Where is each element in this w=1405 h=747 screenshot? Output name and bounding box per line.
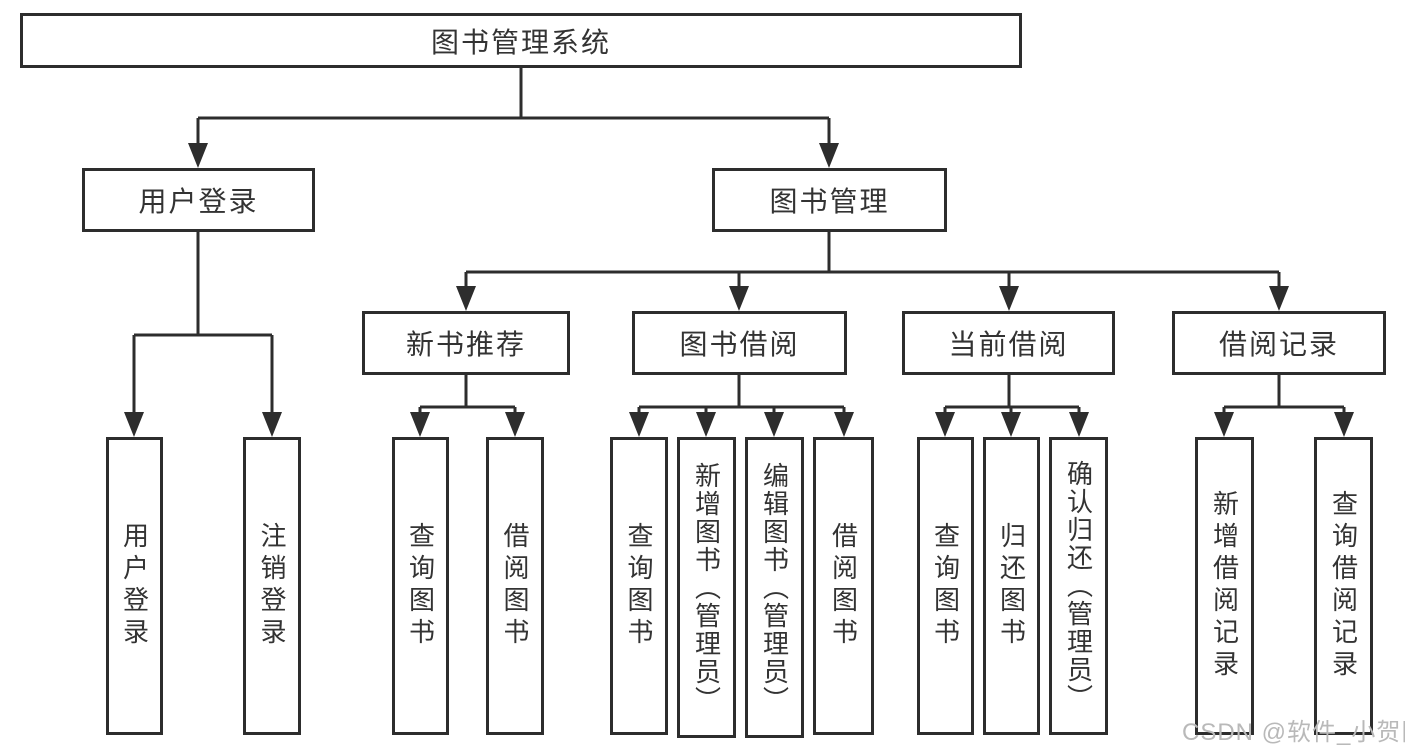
node-leaf-query-books-2: 查询图书: [610, 437, 668, 735]
leaf-label: 归还图书: [996, 522, 1027, 650]
node-borrow-records: 借阅记录: [1172, 311, 1386, 375]
leaf-label: 注销登录: [257, 522, 287, 650]
leaf-label: 确认归还（管理员）: [1063, 460, 1094, 712]
node-book-borrow: 图书借阅: [632, 311, 847, 375]
node-leaf-confirm-return-admin: 确认归还（管理员）: [1049, 437, 1108, 735]
leaf-label: 借阅图书: [500, 522, 530, 650]
arrowhead-down-icon: [1069, 412, 1089, 437]
node-leaf-borrow-books-2: 借阅图书: [813, 437, 874, 735]
node-user-login: 用户登录: [82, 168, 315, 232]
leaf-label: 查询借阅记录: [1328, 490, 1359, 682]
arrowhead-down-icon: [935, 412, 955, 437]
node-leaf-add-borrow-record: 新增借阅记录: [1195, 437, 1254, 735]
node-current-borrow-label: 当前借阅: [948, 329, 1069, 360]
leaf-label: 新增图书（管理员）: [691, 461, 722, 714]
node-new-books: 新书推荐: [362, 311, 570, 375]
node-book-management-label: 图书管理: [769, 186, 890, 217]
node-leaf-return-books: 归还图书: [983, 437, 1040, 735]
leaf-label: 借阅图书: [828, 522, 859, 650]
leaf-label: 查询图书: [930, 522, 961, 650]
node-root-label: 图书管理系统: [430, 26, 611, 58]
node-user-login-label: 用户登录: [138, 186, 259, 217]
arrowhead-down-icon: [729, 286, 749, 311]
watermark: CSDN @软件_小贺同学: [1182, 719, 1405, 746]
node-leaf-edit-books-admin: 编辑图书（管理员）: [745, 437, 804, 738]
node-borrow-records-label: 借阅记录: [1218, 329, 1339, 360]
arrowhead-down-icon: [1214, 412, 1234, 437]
node-leaf-add-books-admin: 新增图书（管理员）: [677, 437, 736, 738]
node-leaf-query-books-1: 查询图书: [392, 437, 449, 735]
node-root: 图书管理系统: [20, 13, 1022, 68]
arrowhead-down-icon: [629, 412, 649, 437]
leaf-label: 编辑图书（管理员）: [759, 461, 790, 714]
node-leaf-user-login: 用户登录: [106, 437, 163, 735]
arrowhead-down-icon: [456, 286, 476, 311]
arrowhead-down-icon: [410, 412, 430, 437]
arrowhead-down-icon: [1001, 412, 1021, 437]
leaf-label: 用户登录: [119, 522, 150, 650]
node-leaf-query-borrow-record: 查询借阅记录: [1314, 437, 1373, 735]
arrowhead-down-icon: [819, 143, 839, 168]
node-leaf-query-books-3: 查询图书: [917, 437, 974, 735]
arrowhead-down-icon: [696, 412, 716, 437]
leaf-label: 查询图书: [624, 522, 654, 650]
leaf-label: 新增借阅记录: [1209, 490, 1240, 682]
arrowhead-down-icon: [124, 412, 144, 437]
arrowhead-down-icon: [834, 412, 854, 437]
arrowhead-down-icon: [764, 412, 784, 437]
node-new-books-label: 新书推荐: [405, 329, 526, 360]
node-current-borrow: 当前借阅: [902, 311, 1115, 375]
arrowhead-down-icon: [262, 412, 282, 437]
node-book-management: 图书管理: [712, 168, 947, 232]
arrowhead-down-icon: [188, 143, 208, 168]
arrowhead-down-icon: [999, 286, 1019, 311]
arrowhead-down-icon: [1269, 286, 1289, 311]
arrowhead-down-icon: [505, 412, 525, 437]
node-book-borrow-label: 图书借阅: [679, 329, 800, 360]
arrowhead-down-icon: [1334, 412, 1354, 437]
leaf-label: 查询图书: [405, 522, 436, 650]
node-leaf-logout: 注销登录: [243, 437, 301, 735]
node-leaf-borrow-books-1: 借阅图书: [486, 437, 544, 735]
